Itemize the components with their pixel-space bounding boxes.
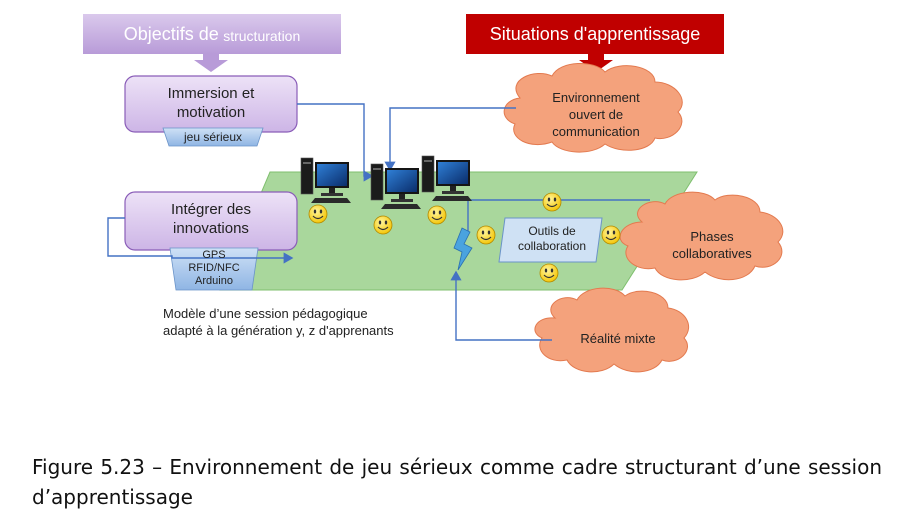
situations-banner — [466, 14, 724, 72]
mixed-reality-cloud — [534, 287, 690, 373]
smiley-icon — [308, 204, 328, 224]
tech-gps: GPS — [202, 249, 226, 261]
smiley-icon — [427, 205, 447, 225]
smiley-icon — [476, 225, 496, 245]
innovations-label: Intégrer des innovations — [170, 201, 252, 237]
objectives-small: structuration — [223, 27, 301, 44]
model-line1: Modèle d’une session pédagogique — [163, 306, 368, 321]
jeu-serieux-tag — [162, 127, 264, 147]
immersion-label: Immersion et motivation — [167, 85, 255, 121]
objectives-banner — [83, 14, 341, 72]
diagram-canvas — [83, 14, 784, 373]
phases-label: Phases collaboratives — [672, 229, 752, 261]
tools-box — [498, 217, 603, 263]
tools-label: Outils de collaboration — [517, 224, 587, 253]
model-line2: adapté à la génération y, z d'apprenants — [163, 323, 394, 338]
lightning-icon — [453, 227, 473, 271]
environment-label: Environnement ouvert de communication — [552, 90, 640, 139]
jeu-serieux-label: jeu sérieux — [183, 130, 243, 144]
smiley-icon — [542, 192, 562, 212]
smiley-icon — [601, 225, 621, 245]
tech-rfid: RFID/NFC — [188, 262, 240, 274]
smiley-icon — [373, 215, 393, 235]
objectives-banner-text: Objectifs de structuration — [83, 14, 341, 54]
mixed-reality-label: Réalité mixte — [580, 331, 656, 346]
phases-cloud — [619, 191, 784, 281]
tech-arduino: Arduino — [195, 275, 233, 287]
environment-cloud — [503, 62, 683, 153]
figure-caption: Figure 5.23 – Environnement de jeu série… — [32, 455, 882, 509]
objectives-main: Objectifs de — [123, 23, 219, 44]
smiley-icon — [539, 263, 559, 283]
situations-banner-text: Situations d'apprentissage — [489, 23, 701, 44]
